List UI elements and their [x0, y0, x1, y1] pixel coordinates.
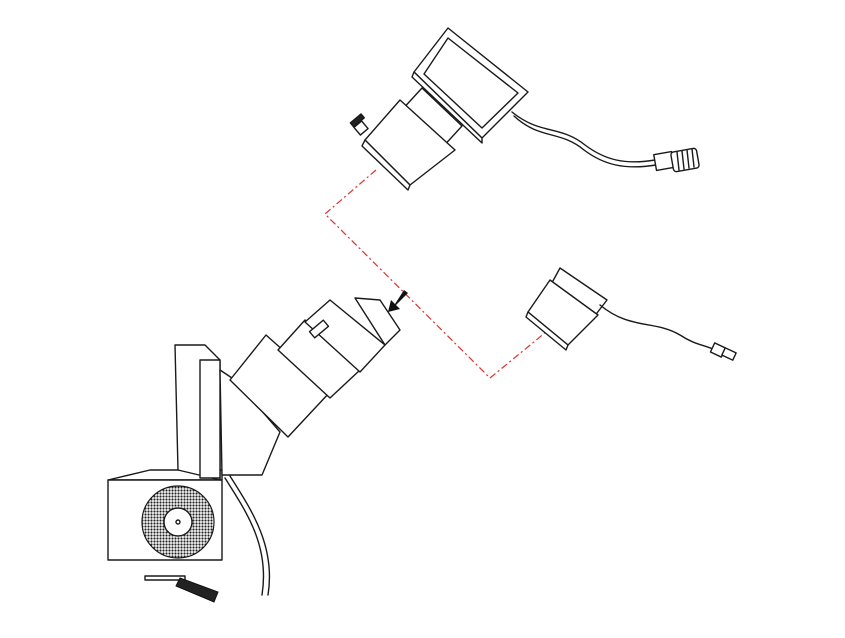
connection-path	[324, 169, 547, 379]
camera-adapter-top	[349, 87, 463, 191]
monitor-connector	[653, 147, 700, 173]
usb-connector	[709, 342, 737, 361]
monitor-cable	[511, 111, 656, 163]
usb-camera	[525, 267, 608, 351]
microscope	[107, 290, 408, 603]
usb-cable	[599, 304, 716, 351]
lcd-monitor	[411, 27, 529, 144]
insert-arrow-icon	[388, 290, 408, 312]
focus-knob	[175, 577, 219, 603]
